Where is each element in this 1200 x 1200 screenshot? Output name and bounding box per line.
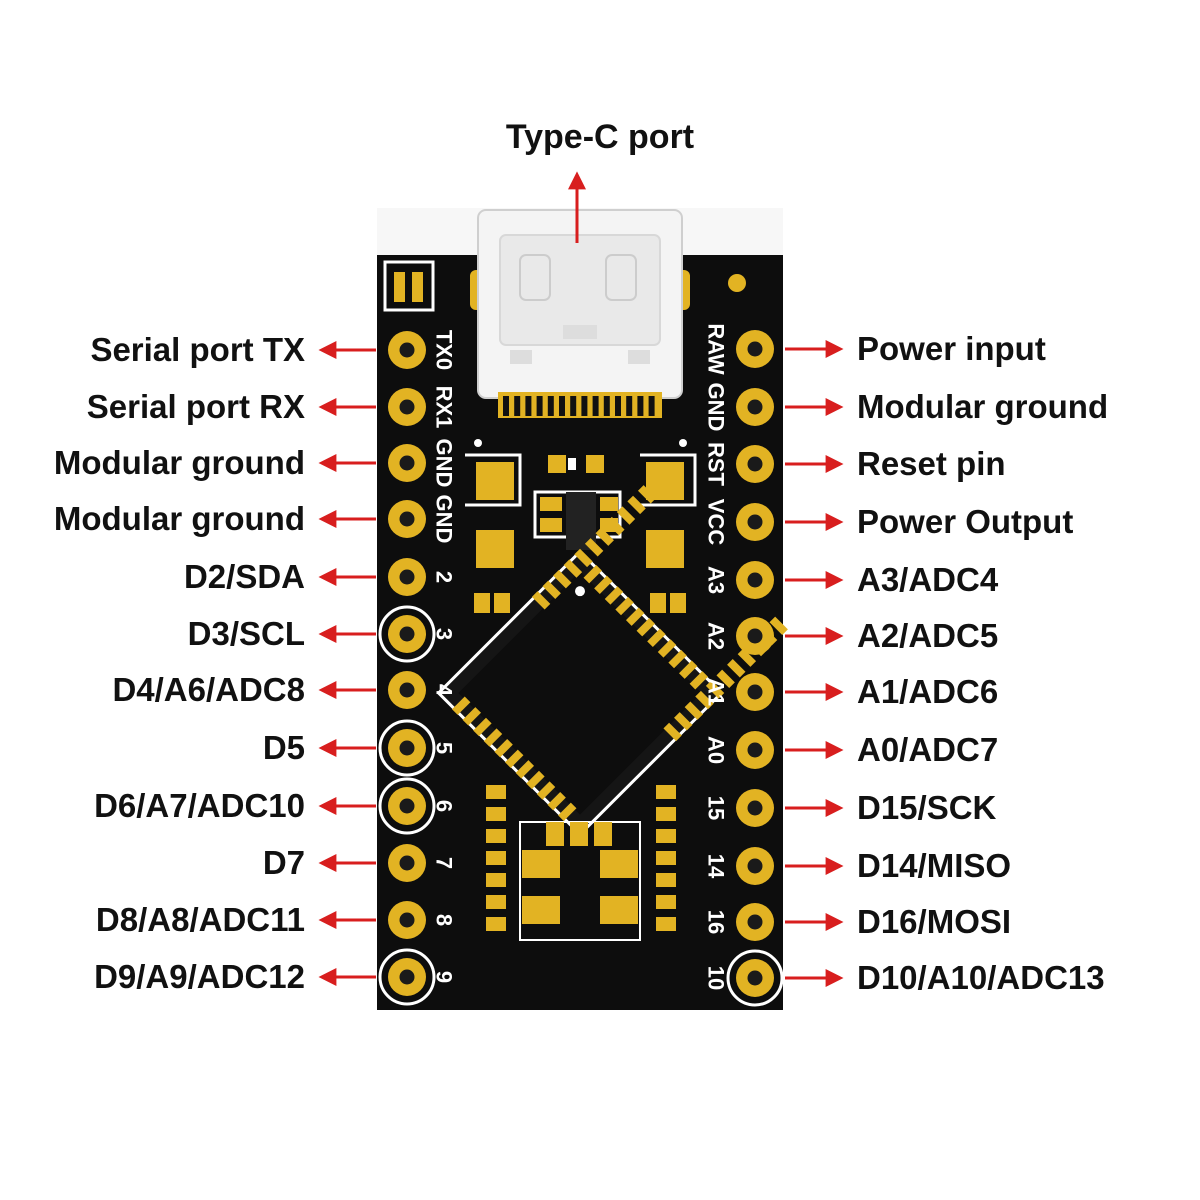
- right-pin-silk: 15: [704, 796, 729, 820]
- mounting-dot: [728, 274, 746, 292]
- pin-arrows: [318, 171, 844, 987]
- right-pin-silk: GND: [704, 383, 729, 432]
- right-pin-pad: [736, 847, 774, 885]
- right-pin-pad: [736, 561, 774, 599]
- left-pin-pad: [378, 948, 436, 1006]
- usb-c-connector: [477, 209, 683, 418]
- microcontroller-chip: [436, 485, 788, 837]
- left-pin-pad: [378, 605, 436, 663]
- left-pin-silk: 4: [432, 684, 457, 697]
- solder-jumper: [383, 260, 435, 312]
- right-pin-pad: [736, 445, 774, 483]
- left-pin-label: D4/A6/ADC8: [112, 671, 305, 708]
- right-pin-label: A1/ADC6: [857, 673, 999, 710]
- right-pin-label: Reset pin: [857, 445, 1006, 482]
- left-pin-pad: [388, 388, 426, 426]
- top-components: [465, 439, 697, 613]
- right-pin-silk: A0: [704, 736, 729, 764]
- right-pin-label: A3/ADC4: [857, 561, 999, 598]
- left-pin-silk: 5: [432, 742, 457, 754]
- side-smd-pads: [486, 785, 676, 931]
- left-pin-silk: 3: [432, 628, 457, 640]
- right-pin-label: Power input: [857, 330, 1046, 367]
- left-pin-silk: RX1: [432, 386, 457, 429]
- left-pin-label: D2/SDA: [183, 558, 305, 595]
- left-pin-silk: 9: [432, 971, 457, 983]
- left-pin-label: D5: [262, 729, 305, 766]
- usb-pin-fingers: [503, 396, 655, 416]
- left-pin-pad: [388, 844, 426, 882]
- right-pin-pad: [736, 731, 774, 769]
- left-pin-pad: [378, 719, 436, 777]
- right-pin-silk: A1: [704, 678, 729, 706]
- right-pin-silk: A3: [704, 566, 729, 594]
- right-pin-pad: [736, 673, 774, 711]
- left-pin-label: Modular ground: [53, 444, 305, 481]
- left-pin-pad: [388, 444, 426, 482]
- bottom-components: [519, 821, 641, 941]
- left-pin-label: Modular ground: [53, 500, 305, 537]
- right-pin-silk: 16: [704, 910, 729, 934]
- right-pin-silk: 10: [704, 966, 729, 990]
- right-pin-pad: [736, 789, 774, 827]
- left-pin-label: D9/A9/ADC12: [94, 958, 305, 995]
- right-pin-label: A0/ADC7: [857, 731, 999, 768]
- left-pin-silk: 7: [432, 857, 457, 869]
- left-pin-label: Serial port RX: [86, 388, 305, 425]
- right-pin-label: Power Output: [857, 503, 1074, 540]
- right-pin-label: A2/ADC5: [857, 617, 999, 654]
- right-pin-label: D14/MISO: [857, 847, 1012, 884]
- right-pin-pad: [736, 903, 774, 941]
- left-pin-pad: [388, 901, 426, 939]
- left-pin-pad: [388, 500, 426, 538]
- pin-headers: [378, 330, 784, 1007]
- right-pin-label: D15/SCK: [857, 789, 997, 826]
- left-pin-label: Serial port TX: [90, 331, 305, 368]
- right-pin-silk: RAW: [704, 323, 729, 375]
- right-pin-pad: [726, 949, 784, 1007]
- left-pin-pad: [388, 558, 426, 596]
- left-pin-pad: [378, 777, 436, 835]
- right-pin-pad: [736, 330, 774, 368]
- right-pin-silk: RST: [704, 442, 729, 487]
- right-pin-silk: 14: [704, 854, 729, 879]
- right-pin-label: D16/MOSI: [857, 903, 1012, 940]
- left-pin-silk: 2: [432, 571, 457, 583]
- type-c-port-label: Type-C port: [505, 118, 695, 156]
- left-pin-label: D6/A7/ADC10: [94, 787, 305, 824]
- left-pin-silk: TX0: [432, 330, 457, 370]
- left-pin-label: D8/A8/ADC11: [95, 901, 305, 938]
- left-pin-label: D7: [262, 844, 305, 881]
- left-pin-silk: 6: [432, 800, 457, 812]
- left-pin-pad: [388, 671, 426, 709]
- left-pin-pad: [388, 331, 426, 369]
- right-pin-silk: A2: [704, 622, 729, 650]
- left-pin-silk: GND: [432, 439, 457, 488]
- right-pin-pad: [736, 388, 774, 426]
- right-pin-pad: [736, 617, 774, 655]
- right-pin-label: Modular ground: [857, 388, 1109, 425]
- pin-silkscreen: TX0RX1GNDGND23456789RAWGNDRSTVCCA3A2A1A0…: [432, 323, 729, 990]
- right-pin-label: D10/A10/ADC13: [857, 959, 1105, 996]
- left-pin-silk: GND: [432, 495, 457, 544]
- right-pin-silk: VCC: [704, 499, 729, 546]
- right-pin-pad: [736, 503, 774, 541]
- left-pin-silk: 8: [432, 914, 457, 926]
- left-pin-label: D3/SCL: [187, 615, 305, 652]
